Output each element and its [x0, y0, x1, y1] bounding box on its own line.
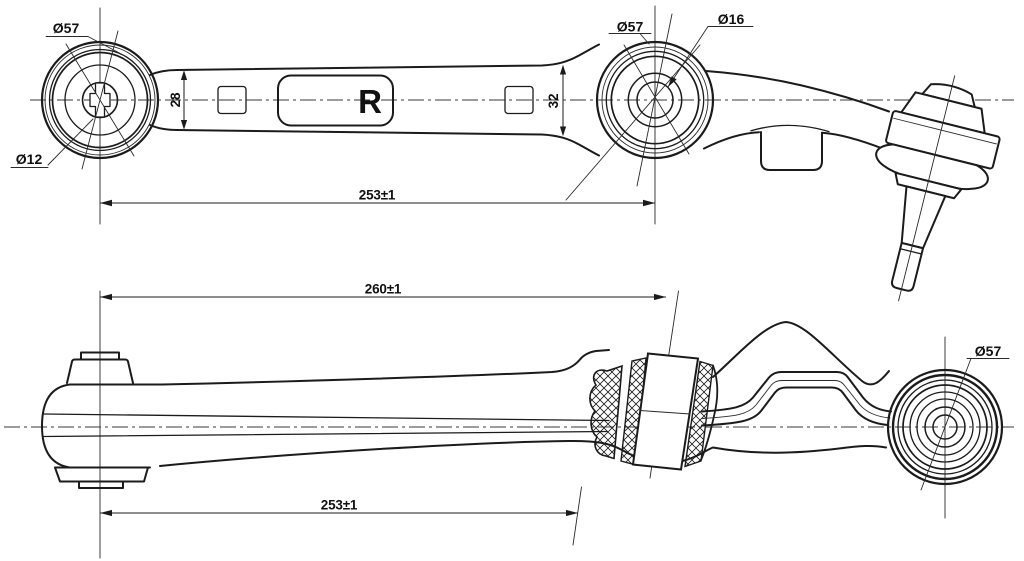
bridge-strap-lower	[701, 386, 889, 427]
dia-label-right-outer: Ø57	[617, 19, 644, 35]
bridge-strap-upper	[701, 371, 892, 413]
dia-label-left-outer: Ø57	[53, 20, 80, 36]
side-right-bushing	[886, 368, 1004, 486]
bushing-ring	[605, 50, 705, 150]
callout-left-bore-dia: Ø12	[10, 118, 94, 168]
bushing-housing	[41, 383, 163, 469]
shaft-top-contour	[161, 349, 610, 386]
arm-bottom-edge	[703, 131, 760, 150]
dim-label-side-span: 253±1	[321, 498, 358, 513]
sleeve-divider-line	[639, 410, 691, 415]
bushing-outer-shell	[700, 364, 719, 461]
part-marking-text: R	[358, 83, 382, 120]
side-left-bushing	[41, 351, 163, 489]
bushing-ring	[627, 72, 683, 128]
dim-top-span: 253±1	[100, 188, 655, 207]
bushing-outer-circle	[595, 40, 715, 160]
housing-seam-line	[893, 117, 997, 145]
boot-lip	[894, 171, 963, 200]
top-view: R 28 32	[10, 5, 1014, 302]
bushing-ring	[51, 51, 149, 149]
arm-square-hole-right	[504, 85, 534, 115]
bridge-peak-contour	[712, 321, 890, 386]
marking-plate	[277, 74, 394, 127]
dia-label-left-bore: Ø12	[16, 151, 43, 167]
bushing-ring	[909, 391, 981, 463]
ball-joint	[875, 75, 1001, 302]
top-arm-to-balljoint	[703, 70, 890, 171]
top-arm-body: R	[149, 43, 600, 157]
callout-side-outer-dia: Ø57	[920, 343, 1010, 491]
top-right-bushing	[565, 13, 715, 201]
bushing-outer-circle	[886, 368, 1004, 486]
bushing-ring	[891, 373, 999, 481]
dim-label-top-span: 253±1	[359, 188, 396, 203]
section-spoke-line	[636, 13, 673, 187]
dim-width-32: 32	[546, 64, 567, 137]
dim-width-28: 28	[168, 70, 188, 130]
shaft-silhouette-line	[43, 413, 610, 422]
bushing-upper-flange	[66, 358, 134, 384]
bushing-ring	[902, 384, 988, 470]
bushing-ring	[924, 406, 966, 448]
callout-left-outer-dia: Ø57	[45, 20, 128, 58]
bushing-bore-circle	[932, 414, 958, 440]
side-arm-bridge	[701, 321, 892, 427]
dim-label-overall: 260±1	[365, 282, 402, 297]
bushing-sleeve	[631, 352, 700, 471]
shaft-bottom-contour	[159, 439, 887, 467]
bushing-ring	[610, 55, 700, 145]
bushing-bottom-cap	[78, 480, 124, 489]
balljoint-top-cap	[921, 83, 976, 109]
arm-bottom-edge	[149, 124, 600, 157]
arm-top-edge	[149, 43, 600, 76]
middle-bushing-axis-line-lower	[572, 486, 582, 546]
dia-label-side-outer: Ø57	[975, 343, 1002, 359]
dia-label-right-bore: Ø16	[718, 11, 745, 27]
bushing-lower-flange	[54, 466, 149, 483]
bushing-outer-circle	[40, 40, 160, 160]
section-spoke-line	[81, 30, 119, 170]
rubber-left-outer	[589, 364, 623, 460]
dim-label-32: 32	[546, 94, 561, 109]
section-spoke-line	[565, 44, 701, 201]
arm-square-hole-left	[217, 85, 247, 115]
rubber-right-strip	[684, 360, 714, 468]
bushing-ring	[897, 379, 993, 475]
arm-lower-tab	[760, 131, 823, 171]
dim-label-28: 28	[168, 92, 183, 107]
bushing-ring	[601, 46, 709, 154]
arm-top-edge	[705, 70, 890, 113]
top-left-bushing	[40, 30, 160, 170]
side-view: 260±1	[4, 282, 1014, 559]
bushing-ring	[64, 64, 136, 136]
callout-right-outer-dia: Ø57	[608, 19, 652, 45]
arm-bottom-edge	[821, 131, 886, 151]
bushing-ring	[44, 44, 156, 156]
side-arm-shaft	[43, 349, 887, 467]
arm-boss-arc	[750, 124, 830, 133]
stud-axis-centerline	[898, 75, 956, 302]
dim-side-span: 253±1	[100, 498, 578, 517]
shaft-silhouette-line	[43, 430, 608, 438]
callout-right-bore-dia: Ø16	[667, 11, 754, 88]
bridge-strap-middle	[701, 380, 891, 419]
middle-bushing	[589, 352, 719, 471]
section-spoke-line	[623, 44, 690, 155]
bushing-ring	[916, 398, 974, 456]
dim-overall-260: 260±1	[100, 282, 666, 301]
bushing-bore-circle	[636, 81, 674, 119]
bushing-ring	[48, 48, 152, 152]
